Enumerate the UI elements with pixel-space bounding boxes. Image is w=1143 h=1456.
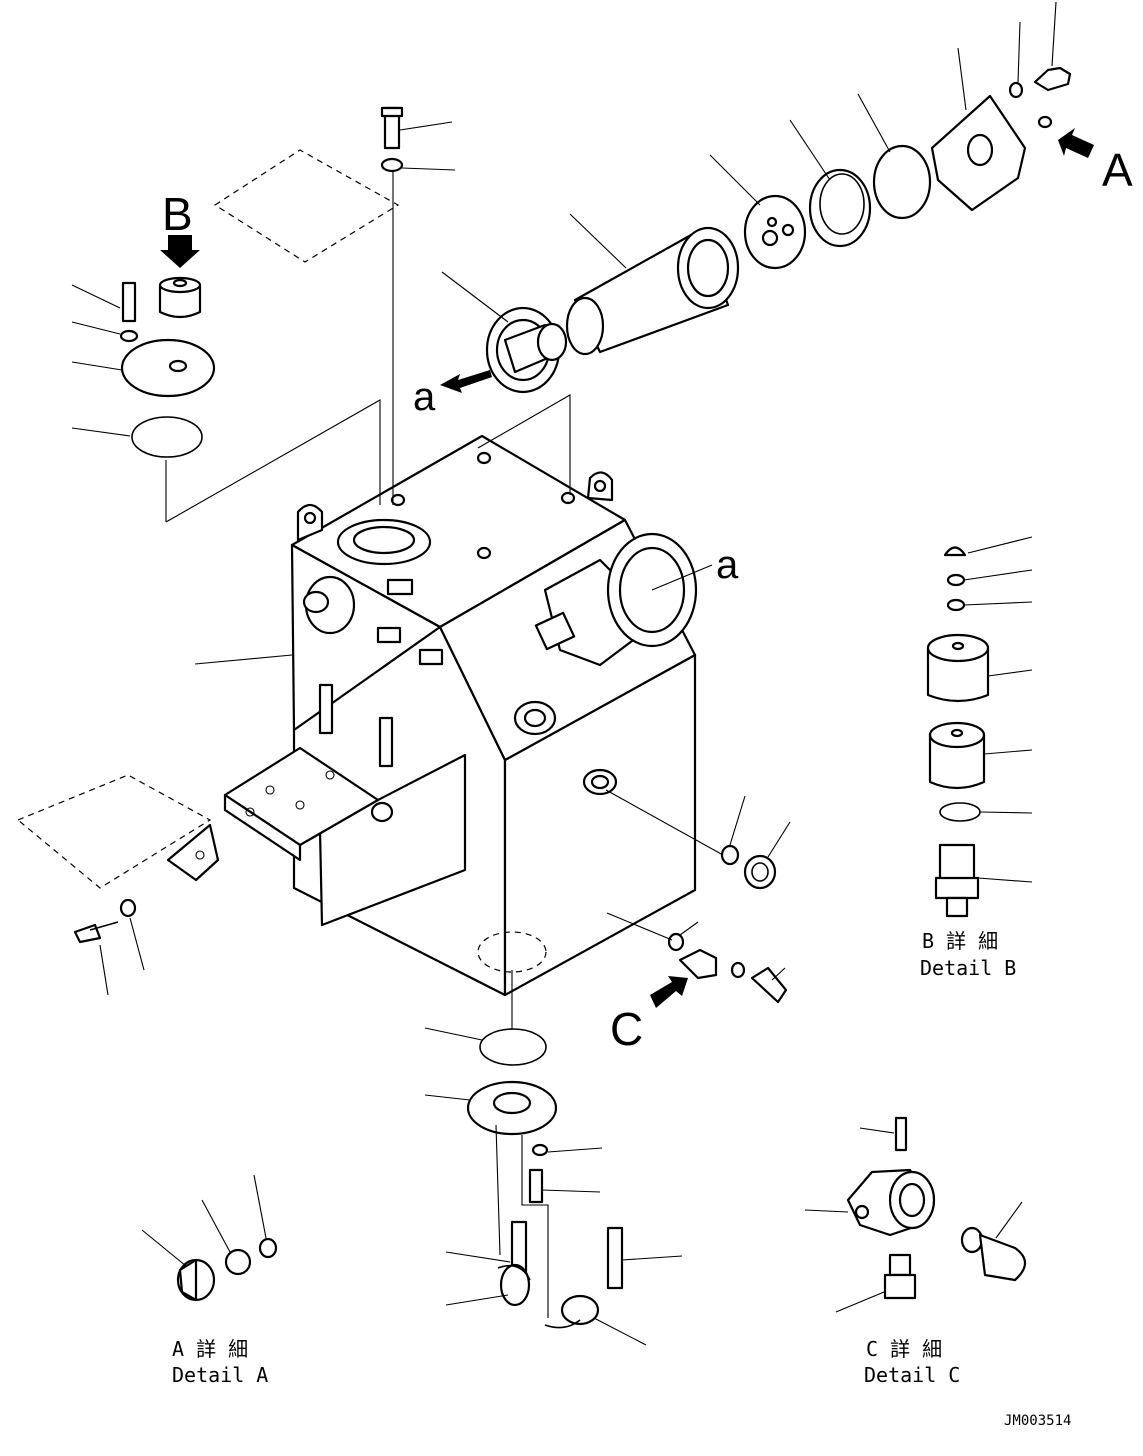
view-label-c: C [610, 1003, 643, 1055]
tank-leader [194, 654, 293, 665]
detail-c-en: Detail C [864, 1363, 960, 1387]
top-cover [213, 106, 456, 505]
reference-label-a-strainer: a [413, 375, 436, 419]
detail-b: B 詳 細 Detail B [920, 536, 1033, 980]
detail-a: A 詳 細 Detail A [141, 1174, 278, 1387]
reference-label-a-housing: a [716, 543, 739, 587]
sensor-connector: C [606, 912, 788, 1055]
strainer-assembly: A a a [413, 1, 1133, 591]
bottom-cover-assembly [424, 970, 683, 1346]
detail-a-en: Detail A [172, 1363, 268, 1387]
view-label-b: B [162, 188, 193, 240]
view-label-a: A [1102, 144, 1133, 196]
hydraulic-tank [223, 434, 698, 997]
detail-c: C 詳 細 Detail C [804, 1116, 1027, 1387]
detail-a-jp: A 詳 細 [172, 1337, 248, 1361]
drawing-code: JM003514 [1004, 1413, 1071, 1429]
detail-b-en: Detail B [920, 956, 1016, 980]
detail-c-jp: C 詳 細 [866, 1337, 942, 1361]
detail-b-jp: B 詳 細 [922, 929, 998, 953]
drain-plug [605, 789, 791, 890]
support-plate [16, 774, 220, 996]
breather-assembly [71, 235, 571, 523]
